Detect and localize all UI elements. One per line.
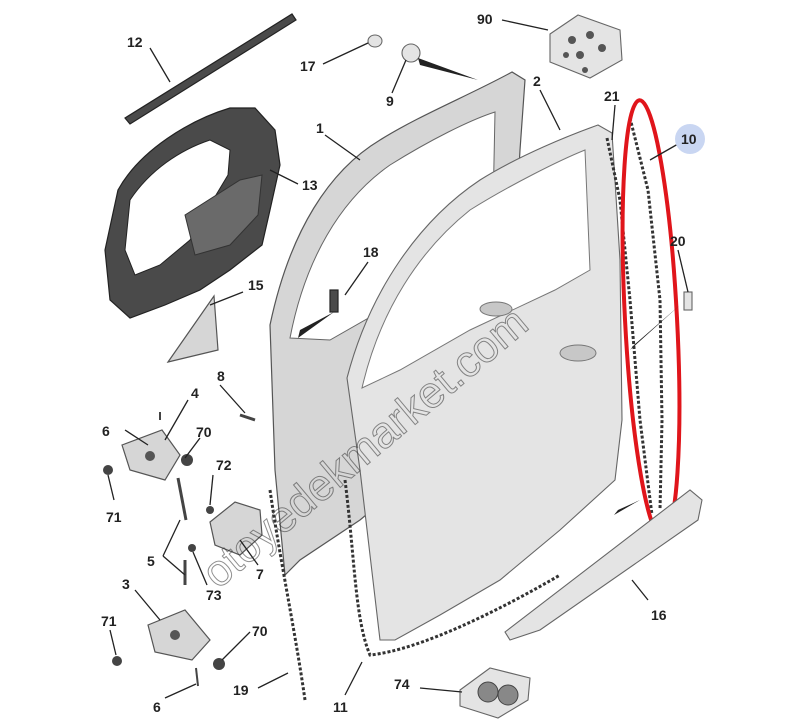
label-2: 2: [533, 73, 541, 89]
label-70-top: 70: [196, 424, 212, 440]
label-6-top: 6: [102, 423, 110, 439]
pointer-arrows: [298, 58, 680, 515]
highlight-ring: [620, 98, 682, 540]
part-11-seal: [343, 479, 561, 657]
label-8: 8: [217, 368, 225, 384]
label-73: 73: [206, 587, 222, 603]
label-10: 10: [681, 131, 697, 147]
part-18-clip: [329, 289, 339, 313]
label-16: 16: [651, 607, 667, 623]
part-20-clip: [683, 291, 693, 311]
label-20: 20: [670, 233, 686, 249]
label-4: 4: [191, 385, 199, 401]
part-90-fastener-kit: [549, 14, 623, 79]
part-17-plug: [367, 34, 383, 48]
part-19-seal: [268, 489, 307, 701]
callout-bubble-10: [675, 124, 705, 154]
label-90: 90: [477, 11, 493, 27]
label-17: 17: [300, 58, 316, 74]
fasteners: [103, 412, 256, 687]
leader-lines: [107, 19, 689, 699]
part-9-grommet: [401, 43, 421, 63]
part-4-upper-hinge: [121, 429, 181, 481]
label-1: 1: [316, 120, 324, 136]
part-13-door-membrane: [104, 107, 281, 319]
label-18: 18: [363, 244, 379, 260]
part-12-window-strip: [124, 13, 297, 125]
label-71-bottom: 71: [101, 613, 117, 629]
part-16-moulding: [504, 489, 703, 641]
label-72: 72: [216, 457, 232, 473]
part-7-door-check: [209, 501, 263, 556]
label-7: 7: [256, 566, 264, 582]
label-3: 3: [122, 576, 130, 592]
part-15-corner-trim: [166, 294, 219, 363]
label-15: 15: [248, 277, 264, 293]
label-12: 12: [127, 34, 143, 50]
label-70-bottom: 70: [252, 623, 268, 639]
label-9: 9: [386, 93, 394, 109]
label-6-bottom: 6: [153, 699, 161, 715]
label-19: 19: [233, 682, 249, 698]
part-3-lower-hinge: [147, 609, 211, 661]
label-71-top: 71: [106, 509, 122, 525]
label-74: 74: [394, 676, 410, 692]
label-5: 5: [147, 553, 155, 569]
part-number-labels: 12 17 9 90 1 2 21 10 13 18 20 15 8 4 6 7…: [101, 11, 697, 715]
label-11: 11: [333, 699, 348, 715]
label-21: 21: [604, 88, 620, 104]
part-21-seal: [605, 137, 654, 516]
part-2-door-panel: [346, 124, 623, 641]
part-74-sound-pad: [459, 667, 531, 719]
part-10-seal: [628, 117, 664, 511]
label-13: 13: [302, 177, 318, 193]
